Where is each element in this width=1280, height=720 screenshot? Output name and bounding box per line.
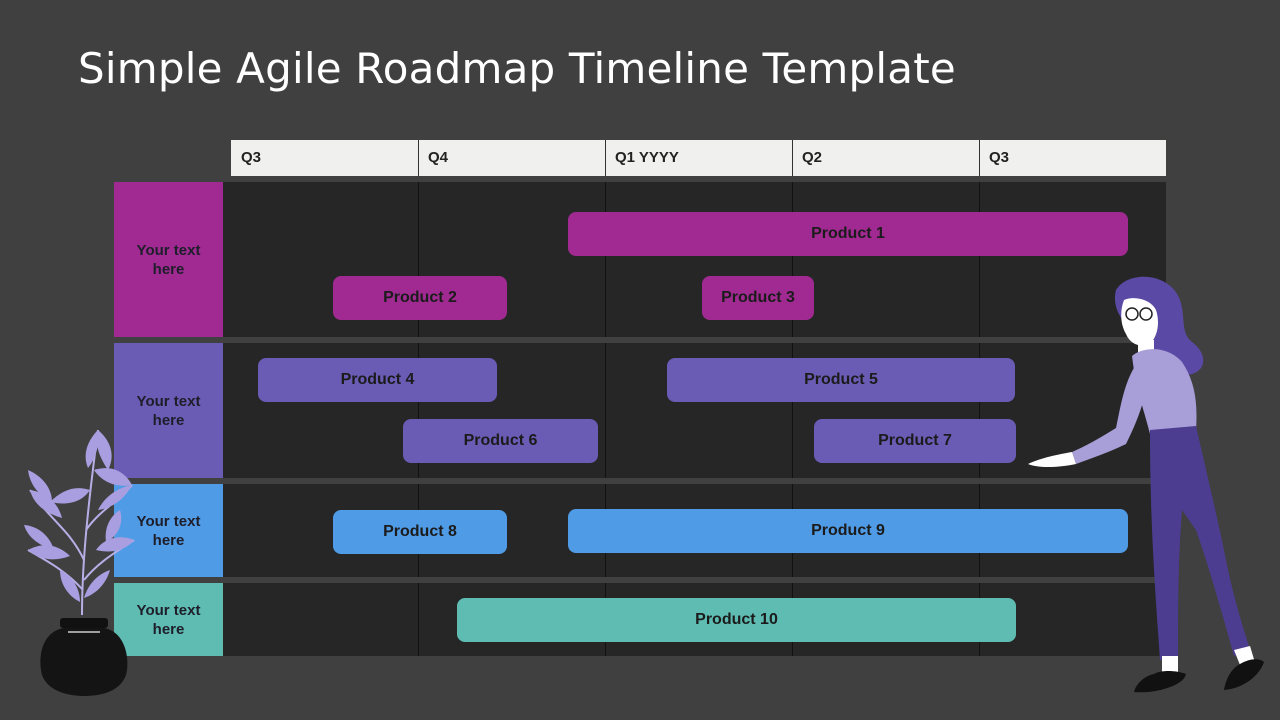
slide-title: Simple Agile Roadmap Timeline Template [78,44,956,93]
quarter-label: Q4 [428,149,449,166]
quarter-label: Q3 [989,149,1010,166]
woman-presenter-icon [1028,276,1264,693]
quarter-label: Q2 [802,149,823,166]
row-label: Your text here [114,484,223,577]
grid-line [792,182,793,656]
row-separator [222,577,1166,583]
quarter-header: Q3 Q4 Q1 YYYY Q2 Q3 [231,140,1166,176]
potted-plant-icon [24,429,135,696]
quarter-divider [605,140,606,176]
quarter-divider [792,140,793,176]
product-bar-1[interactable]: Product 1 [568,212,1128,256]
row-separator [222,337,1166,343]
product-bar-7[interactable]: Product 7 [814,419,1016,463]
product-bar-5[interactable]: Product 5 [667,358,1015,402]
product-bar-3[interactable]: Product 3 [702,276,814,320]
row-label: Your text here [114,583,223,656]
quarter-label: Q1 YYYY [615,149,679,166]
product-bar-2[interactable]: Product 2 [333,276,507,320]
row-label: Your text here [114,343,223,478]
quarter-divider [418,140,419,176]
product-bar-9[interactable]: Product 9 [568,509,1128,553]
row-label: Your text here [114,182,223,337]
quarter-divider [979,140,980,176]
product-bar-6[interactable]: Product 6 [403,419,598,463]
product-bar-4[interactable]: Product 4 [258,358,497,402]
grid-line [605,182,606,656]
row-separator [222,478,1166,484]
product-bar-10[interactable]: Product 10 [457,598,1016,642]
product-bar-8[interactable]: Product 8 [333,510,507,554]
quarter-label: Q3 [241,149,262,166]
